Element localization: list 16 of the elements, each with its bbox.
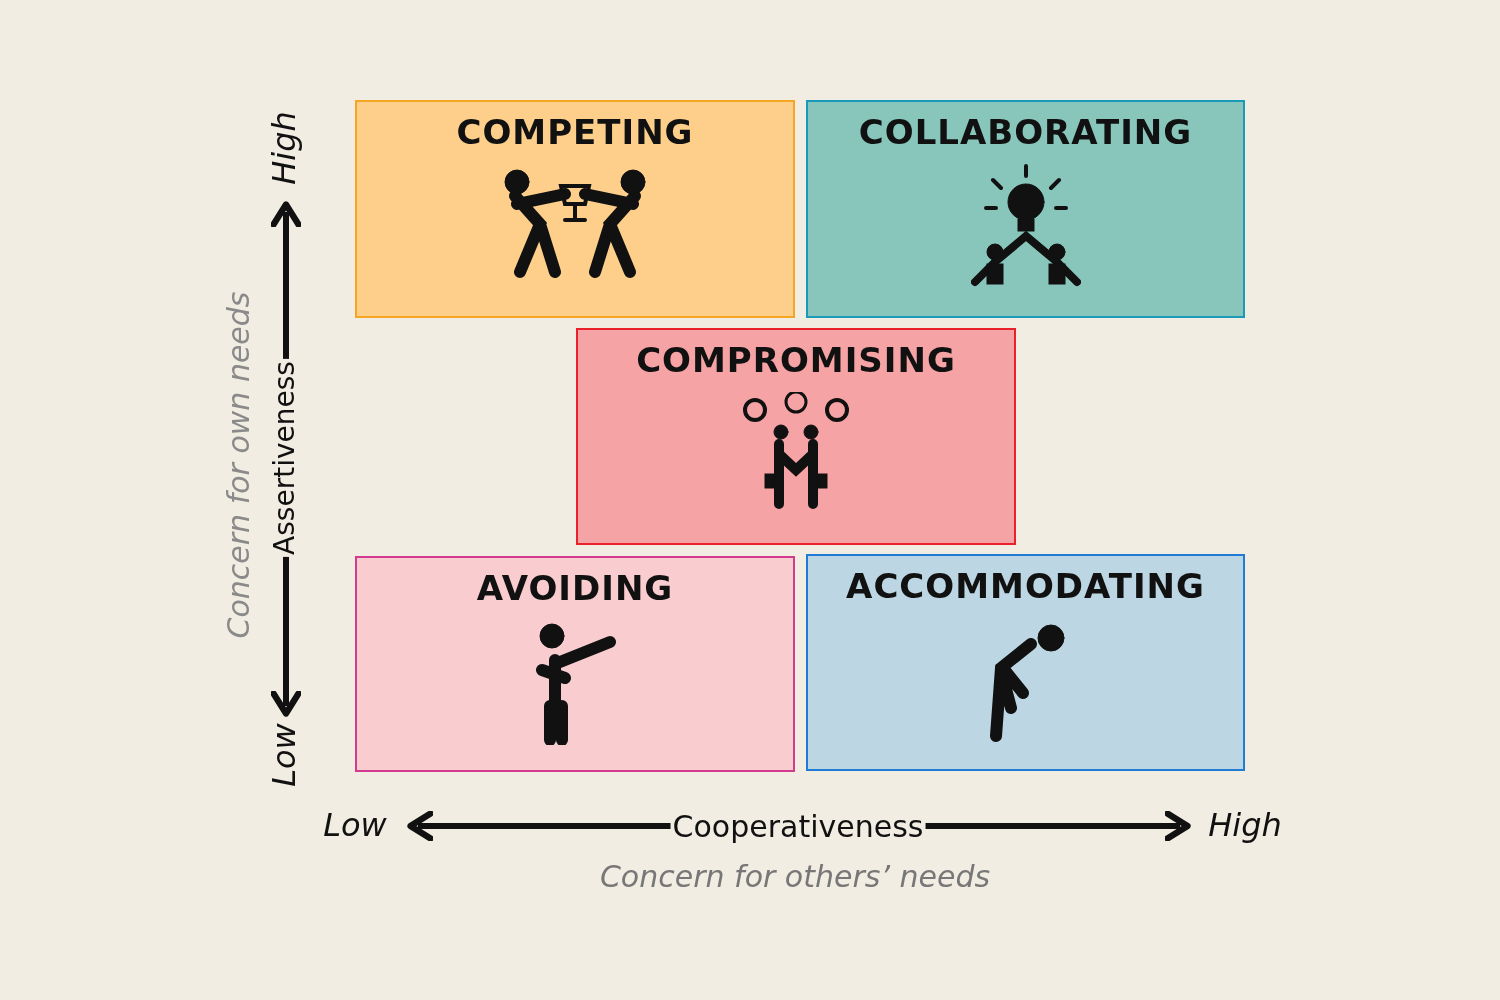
style-box (355, 556, 795, 772)
axis-label: Low (267, 722, 303, 789)
box-title: AVOIDING (476, 568, 674, 608)
axis-label: High (1207, 808, 1283, 844)
axis-label: Concern for own needs (221, 290, 255, 641)
box-title: COLLABORATING (858, 112, 1193, 152)
box-title: COMPROMISING (636, 340, 956, 380)
style-box (576, 328, 1016, 545)
style-box (355, 100, 795, 318)
axis-label: Low (322, 808, 388, 844)
axis-label: Concern for others’ needs (598, 859, 992, 893)
style-box (806, 100, 1245, 318)
axis-label: High (267, 110, 303, 187)
box-title: ACCOMMODATING (846, 566, 1205, 606)
box-title: COMPETING (456, 112, 694, 152)
style-box (806, 554, 1245, 771)
